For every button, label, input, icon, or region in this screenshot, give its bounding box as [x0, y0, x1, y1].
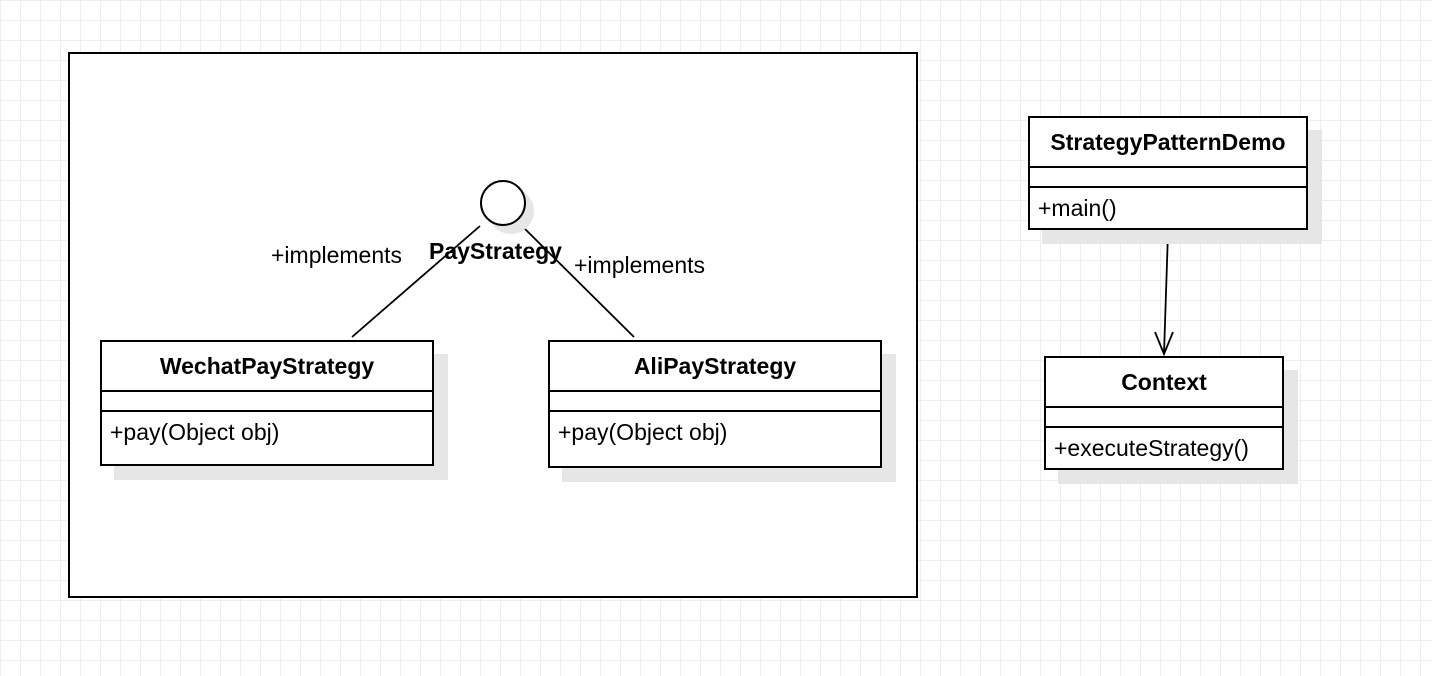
- class-operation: +pay(Object obj): [110, 419, 280, 445]
- class-wechat-pay-strategy[interactable]: WechatPayStrategy +pay(Object obj): [100, 340, 434, 466]
- class-attributes: [550, 392, 880, 412]
- class-attributes: [102, 392, 432, 412]
- class-attributes: [1030, 168, 1306, 188]
- package-frame[interactable]: [68, 52, 918, 598]
- dependency-line: [1163, 231, 1169, 355]
- implements-label-left: +implements: [271, 242, 403, 268]
- interface-name: PayStrategy: [429, 238, 562, 264]
- dependency-arrowhead: [1154, 331, 1174, 357]
- implements-label-right: +implements: [574, 252, 706, 278]
- class-operation: +pay(Object obj): [558, 419, 728, 445]
- class-name: WechatPayStrategy: [102, 342, 432, 392]
- class-context[interactable]: Context +executeStrategy(): [1044, 356, 1284, 470]
- class-attributes: [1046, 408, 1282, 428]
- pay-strategy-interface-icon[interactable]: [480, 180, 526, 226]
- class-ali-pay-strategy[interactable]: AliPayStrategy +pay(Object obj): [548, 340, 882, 468]
- class-name: Context: [1046, 358, 1282, 408]
- class-name: StrategyPatternDemo: [1030, 118, 1306, 168]
- class-name: AliPayStrategy: [550, 342, 880, 392]
- class-operation: +main(): [1038, 195, 1117, 221]
- class-operation: +executeStrategy(): [1054, 435, 1249, 461]
- class-strategy-pattern-demo[interactable]: StrategyPatternDemo +main(): [1028, 116, 1308, 230]
